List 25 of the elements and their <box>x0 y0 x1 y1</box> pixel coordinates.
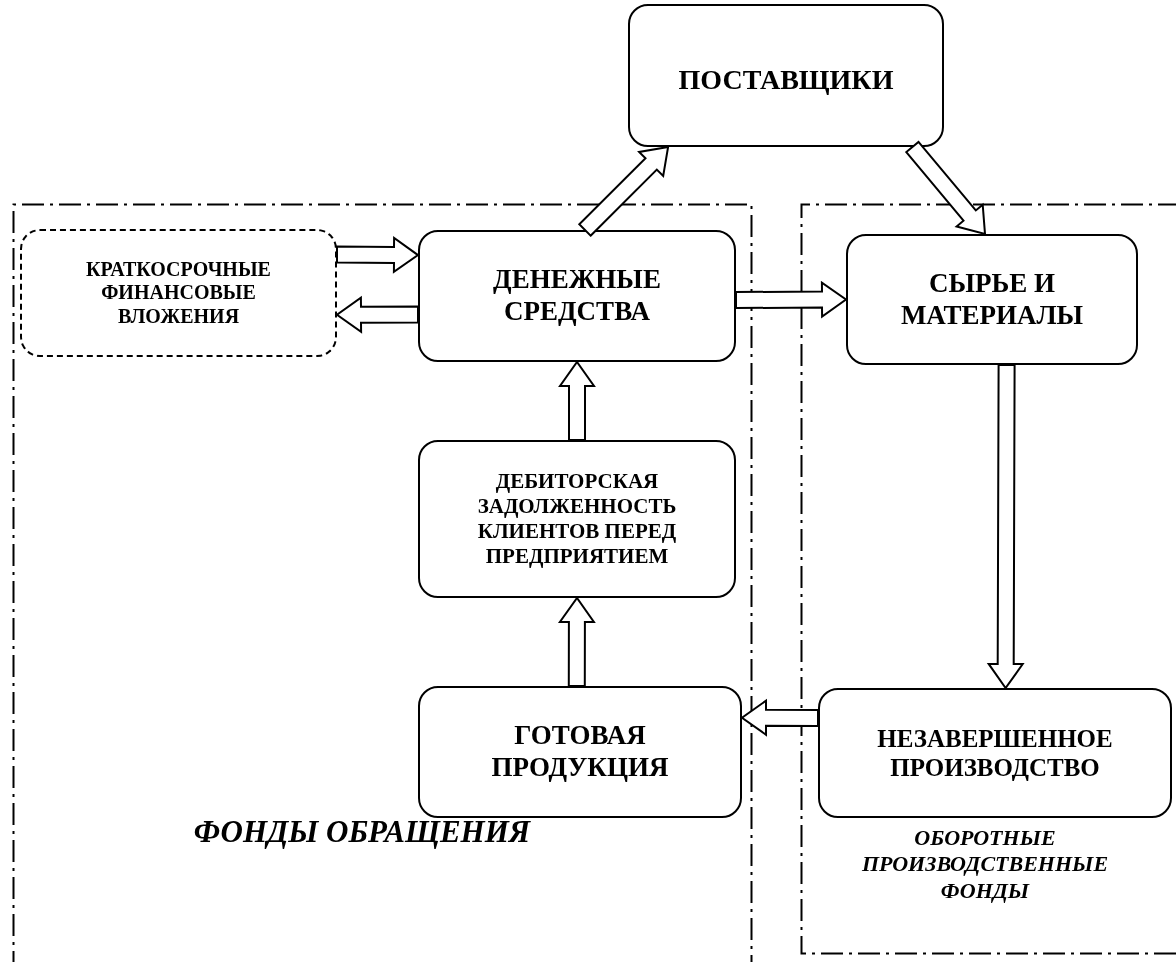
block-arrow <box>335 295 419 334</box>
block-arrow <box>558 360 596 441</box>
group-heading: ФОНДЫ ОБРАЩЕНИЯ <box>192 813 532 851</box>
box-label: ПОСТАВЩИКИ <box>678 63 894 96</box>
block-arrow <box>336 235 420 274</box>
box-label: ДЕНЕЖНЫЕ СРЕДСТВА <box>492 264 662 328</box>
box-label: СЫРЬЕ И МАТЕРИАЛЫ <box>899 267 1085 332</box>
process-box <box>418 686 742 818</box>
process-box <box>628 4 944 147</box>
block-arrow <box>557 596 596 687</box>
block-arrow <box>740 698 819 737</box>
box-label: ГОТОВАЯ ПРОДУКЦИЯ <box>490 720 670 784</box>
box-label: НЕЗАВЕРШЕННОЕ ПРОИЗВОДСТВО <box>876 723 1114 783</box>
block-arrow <box>986 364 1025 690</box>
process-box <box>418 440 736 598</box>
dashed-box <box>20 229 337 357</box>
block-arrow <box>577 145 670 238</box>
process-box <box>418 230 736 362</box>
block-arrow <box>904 140 987 236</box>
box-label: КРАТКОСРОЧНЫЕ ФИНАНСОВЫЕ ВЛОЖЕНИЯ <box>85 257 272 329</box>
process-box <box>818 688 1172 818</box>
block-arrow <box>735 280 848 319</box>
process-box <box>846 234 1138 365</box>
group-heading: ОБОРОТНЫЕ ПРОИЗВОДСТВЕННЫЕ ФОНДЫ <box>860 825 1110 905</box>
box-label: ДЕБИТОРСКАЯ ЗАДОЛЖЕННОСТЬ КЛИЕНТОВ ПЕРЕД ПРЕДПРИЯТИЕМ <box>476 469 678 569</box>
